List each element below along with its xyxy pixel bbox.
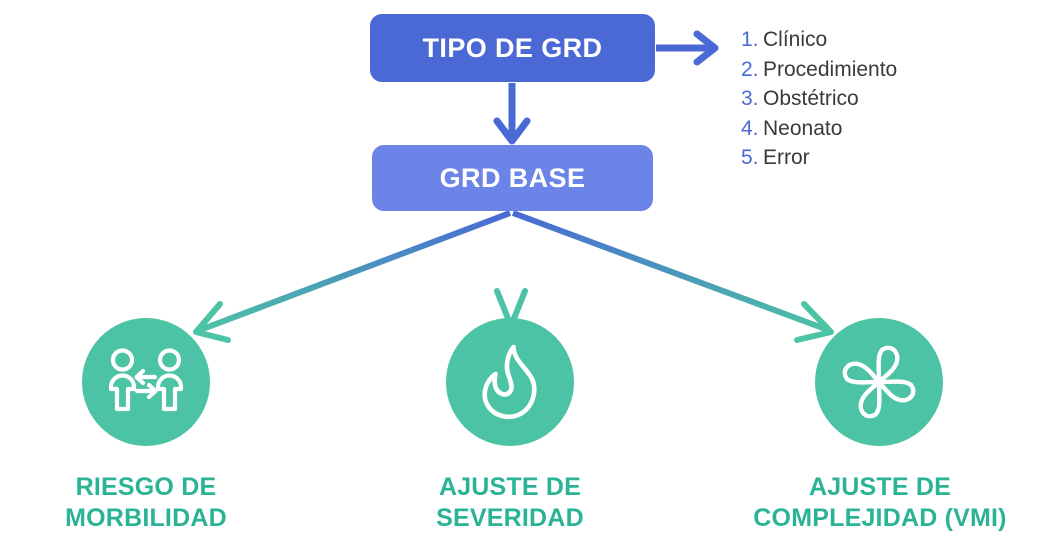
list-item: 1. Clínico (741, 25, 971, 55)
arrow-grdbase-to-morbilidad (193, 210, 512, 343)
outcome-circle-morbilidad[interactable] (82, 318, 210, 446)
list-item-label: Neonato (763, 116, 843, 140)
caption-severidad: AJUSTE DE SEVERIDAD (376, 472, 644, 534)
arrow-tipo-to-list (656, 30, 719, 66)
node-grd-base[interactable]: GRD BASE (372, 145, 653, 211)
list-item-label: Clínico (763, 28, 828, 51)
list-item-number: 4. (741, 116, 759, 140)
pinwheel-icon (842, 345, 916, 419)
list-item-label: Error (763, 146, 810, 169)
node-tipo-de-grd-label: TIPO DE GRD (422, 32, 603, 63)
node-grd-base-label: GRD BASE (439, 162, 586, 193)
caption-complejidad: AJUSTE DE COMPLEJIDAD (VMI) (710, 472, 1050, 534)
list-item-number: 2. (741, 57, 759, 81)
list-item: 2. Procedimiento (741, 55, 971, 85)
tipo-de-grd-list: 1. Clínico 2. Procedimiento 3. Obstétric… (741, 25, 971, 173)
caption-line-2: COMPLEJIDAD (VMI) (753, 504, 1007, 532)
list-item-label: Procedimiento (763, 57, 898, 81)
list-item-number: 5. (741, 146, 759, 169)
arrow-grdbase-to-severidad (494, 213, 528, 329)
caption-line-2: SEVERIDAD (436, 504, 584, 532)
arrow-tipo-to-grdbase (493, 83, 531, 145)
caption-line-1: RIESGO DE (75, 473, 217, 501)
list-item-label: Obstétrico (763, 87, 859, 110)
caption-line-1: AJUSTE DE (438, 473, 582, 501)
node-tipo-de-grd[interactable]: TIPO DE GRD (370, 14, 655, 82)
list-item: 5. Error (741, 143, 971, 173)
outcome-circle-severidad[interactable] (446, 318, 574, 446)
caption-line-1: AJUSTE DE (808, 473, 952, 501)
arrow-grdbase-to-complejidad (511, 210, 834, 343)
list-item-number: 1. (741, 28, 759, 51)
caption-line-2: MORBILIDAD (65, 504, 227, 532)
list-item: 4. Neonato (741, 114, 971, 144)
flame-icon (482, 344, 537, 420)
caption-morbilidad: RIESGO DE MORBILIDAD (6, 472, 286, 534)
list-item-number: 3. (741, 87, 759, 110)
pinwheel-hub (874, 377, 884, 387)
list-item: 3. Obstétrico (741, 84, 971, 114)
outcome-circle-complejidad[interactable] (815, 318, 943, 446)
two-people-exchange-icon (108, 348, 184, 412)
